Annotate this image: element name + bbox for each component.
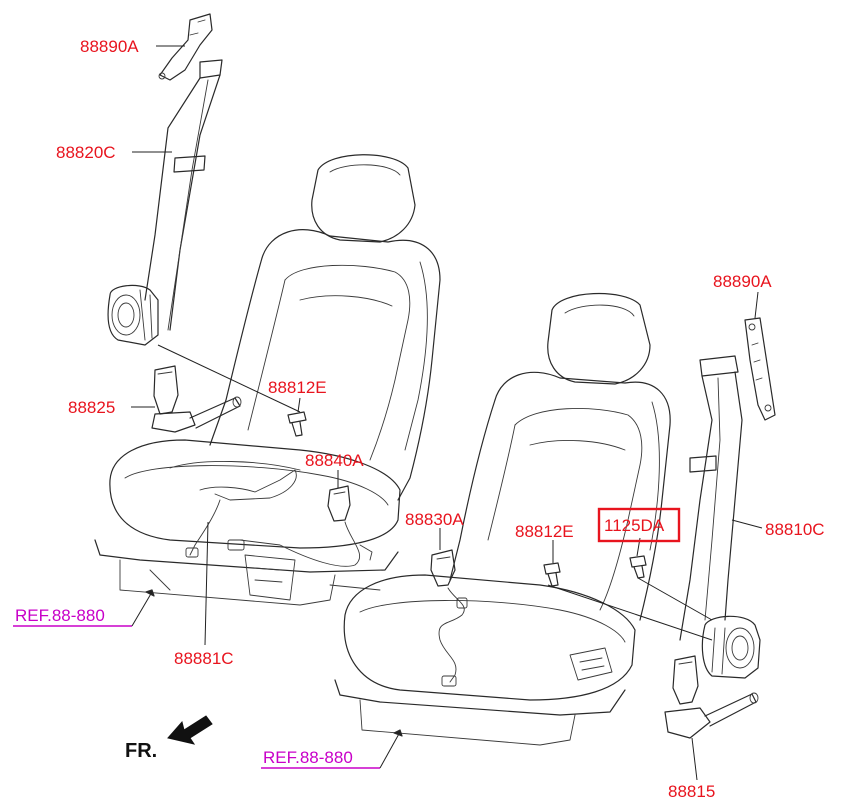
ref-label-left[interactable]: REF.88-880 bbox=[15, 606, 105, 625]
highlight-box-1125da bbox=[597, 507, 681, 543]
label-88830a: 88830A bbox=[405, 510, 464, 529]
front-direction-indicator: FR. bbox=[125, 715, 213, 762]
label-88825: 88825 bbox=[68, 398, 115, 417]
right-seat-illustration bbox=[334, 292, 671, 746]
left-seat-illustration bbox=[94, 154, 441, 606]
label-88890a-right: 88890A bbox=[713, 272, 772, 291]
label-1125da: 1125DA bbox=[604, 516, 665, 535]
ref-label-right[interactable]: REF.88-880 bbox=[263, 748, 353, 767]
label-88812e-right: 88812E bbox=[515, 522, 574, 541]
label-88815: 88815 bbox=[668, 782, 715, 801]
label-88840a: 88840A bbox=[305, 451, 364, 470]
label-88812e-left: 88812E bbox=[268, 378, 327, 397]
part-labels: 88890A 88820C 88825 88812E 88840A 88881C… bbox=[56, 37, 825, 801]
left-belt-assembly bbox=[107, 13, 373, 567]
label-88890a-left: 88890A bbox=[80, 37, 139, 56]
front-direction-arrow-icon bbox=[167, 715, 213, 745]
label-88881c: 88881C bbox=[174, 649, 234, 668]
right-belt-assembly bbox=[430, 317, 776, 739]
label-88820c: 88820C bbox=[56, 143, 116, 162]
leader-lines bbox=[131, 45, 763, 781]
label-88810c: 88810C bbox=[765, 520, 825, 539]
front-direction-label: FR. bbox=[125, 740, 157, 762]
reference-labels: REF.88-880 REF.88-880 bbox=[13, 589, 403, 769]
